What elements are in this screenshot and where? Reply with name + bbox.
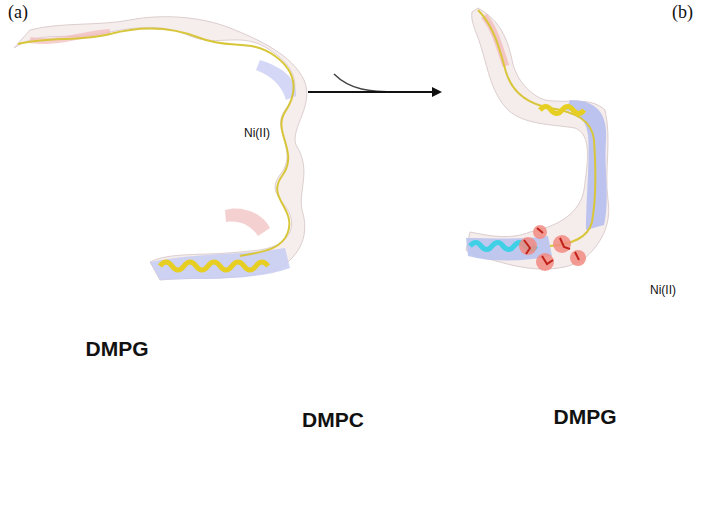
protein-b [466, 8, 609, 271]
dmpg-vesicle: DMPG [3, 235, 231, 463]
nickel-ion-circle: Ni(II) [640, 267, 686, 313]
node-label: Ni(II) [244, 126, 270, 140]
node-label: DMPC [302, 408, 364, 432]
dmpg-vesicle: DMPG [494, 326, 676, 508]
node-label: P [318, 57, 327, 72]
node-label: DMPG [554, 405, 617, 429]
node-label: DMPG [86, 337, 149, 361]
panel-label: (a) [8, 2, 28, 23]
nickel-ion-circle: Ni(II) [233, 109, 281, 157]
phosphate-circle: P [309, 51, 335, 77]
node-label: Ni(II) [650, 283, 676, 297]
panel-label: (b) [672, 2, 693, 23]
dmpc-vesicle: DMPC [238, 325, 428, 512]
reaction-arrow [308, 74, 440, 92]
protein-a [14, 17, 307, 280]
